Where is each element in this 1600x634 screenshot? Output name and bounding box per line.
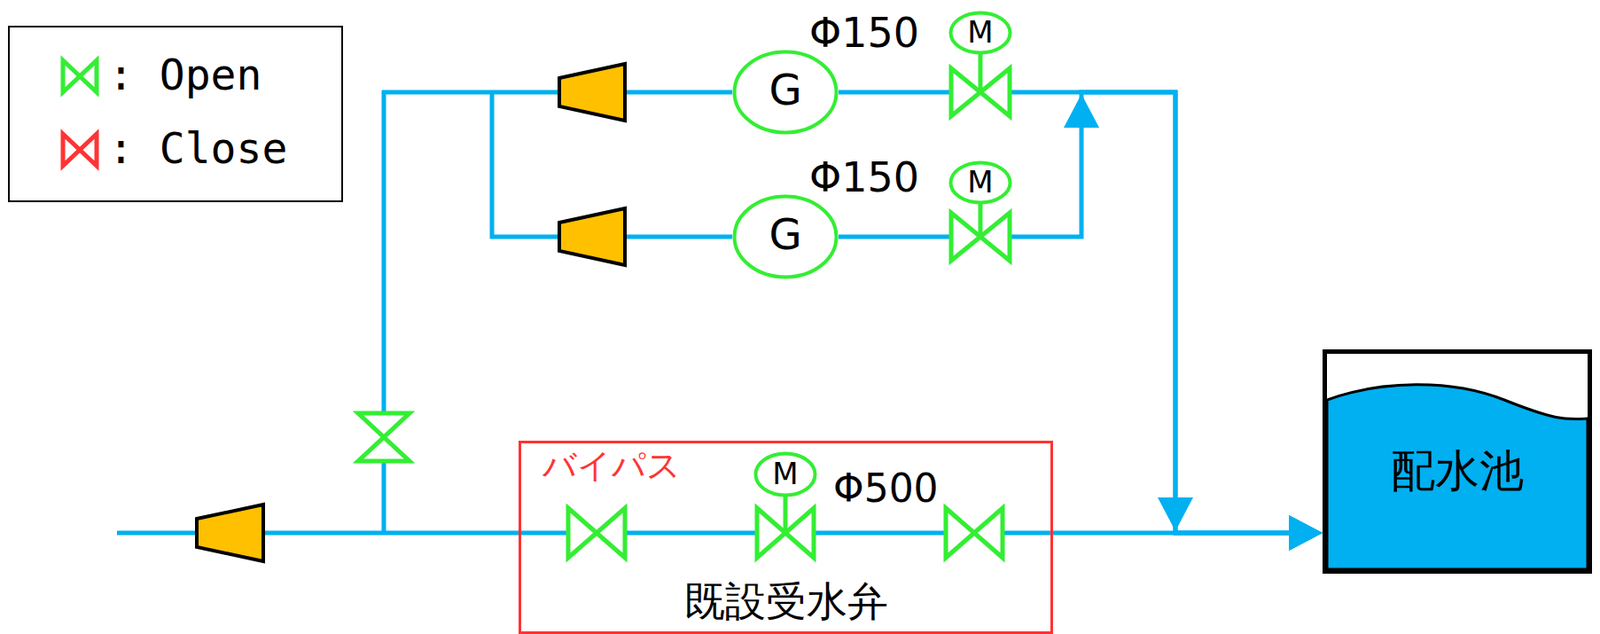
valve-symbol (951, 212, 1010, 261)
node-text: M (948, 164, 1013, 200)
node-text: G (732, 65, 839, 115)
legend-valve-shape (62, 60, 97, 93)
dimension-label: Φ500 (833, 466, 939, 512)
valve-stem (978, 202, 984, 237)
generator-circle: G (732, 194, 839, 280)
flow-arrowhead (1157, 497, 1194, 531)
reservoir-tank: 配水池 (1322, 349, 1593, 574)
pipe-arrowhead (1288, 515, 1323, 551)
flow-arrowhead (1063, 93, 1100, 128)
reducer-symbol (196, 504, 264, 562)
flow-arrows (1063, 93, 1194, 531)
water-surface (1326, 384, 1588, 570)
motor-actuator-circle: M (948, 10, 1013, 55)
pipe-arrowhead (1288, 515, 1323, 551)
reducer-symbol (559, 63, 625, 121)
reducer-symbol (559, 208, 625, 266)
legend-valve-swatch (58, 54, 102, 98)
pipe-arrowhead (1288, 515, 1323, 551)
dimension-label: Φ150 (809, 154, 920, 202)
valve-symbol (945, 507, 1003, 558)
node-text: M (753, 456, 818, 492)
motor-actuator-circle: M (753, 451, 818, 498)
legend-text: : Close (108, 124, 288, 173)
legend-valve-swatch (58, 128, 102, 172)
node-text: 既設受水弁 (521, 577, 1051, 625)
branch-pipe (382, 90, 733, 95)
valve-symbol (568, 507, 625, 558)
branch-pipe (490, 90, 495, 239)
valve-symbol (951, 68, 1010, 117)
legend-text: : Open (108, 50, 262, 100)
valves (358, 68, 1010, 558)
generator-circle: G (732, 49, 839, 135)
legend-valve-shape (62, 133, 97, 166)
dimension-label: Φ150 (809, 9, 920, 57)
branch-pipe (382, 90, 387, 535)
motor-actuator-circle: M (948, 160, 1013, 205)
valve-stem (783, 495, 789, 533)
valve-stem (978, 53, 984, 93)
node-text: G (732, 210, 839, 259)
valve-symbol (358, 413, 410, 461)
node-text: M (948, 15, 1013, 50)
pipe-connector (1053, 530, 1291, 536)
bypass-region-box: バイパス既設受水弁 M (518, 440, 1054, 634)
node-text: バイパス (542, 446, 681, 486)
valve-symbol (757, 507, 814, 558)
node-text: 配水池 (1326, 445, 1588, 498)
